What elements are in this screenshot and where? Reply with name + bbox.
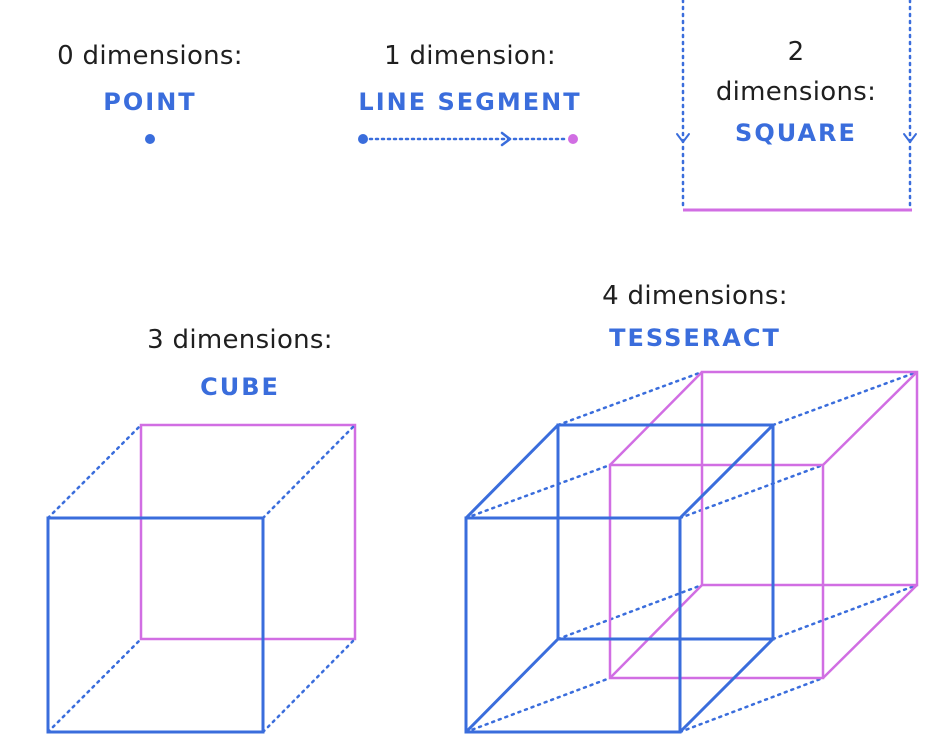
tesseract-caption: 4 dimensions:	[602, 281, 788, 311]
cube-figure	[46, 423, 357, 734]
tesseract-figure	[464, 370, 919, 734]
tesseract-connectors	[464, 370, 919, 734]
square-caption-line1: 2	[787, 37, 805, 67]
square-name: SQUARE	[735, 119, 857, 147]
line-segment-caption: 1 dimension:	[384, 41, 556, 71]
tesseract-blue-cube	[464, 423, 775, 734]
line-end-dot	[568, 134, 578, 144]
line-segment-name: LINE SEGMENT	[358, 88, 582, 116]
line-arrowhead-icon	[500, 131, 512, 147]
line-start-dot	[358, 134, 368, 144]
point-caption: 0 dimensions:	[57, 41, 243, 71]
cube-caption: 3 dimensions:	[147, 325, 333, 355]
tesseract-magenta-cube	[608, 370, 919, 680]
point-dot	[145, 134, 155, 144]
square-caption-line2: dimensions:	[715, 77, 877, 107]
square-right-arrow-icon	[903, 133, 917, 143]
cube-connectors	[46, 423, 357, 734]
tesseract-name: TESSERACT	[609, 324, 781, 352]
point-name: POINT	[103, 88, 197, 116]
cube-name: CUBE	[200, 373, 280, 401]
square-left-arrow-icon	[676, 133, 690, 143]
square-figure	[676, 0, 917, 212]
cube-front-face	[46, 516, 265, 734]
line-segment-figure	[358, 131, 578, 147]
cube-back-face	[139, 423, 357, 641]
